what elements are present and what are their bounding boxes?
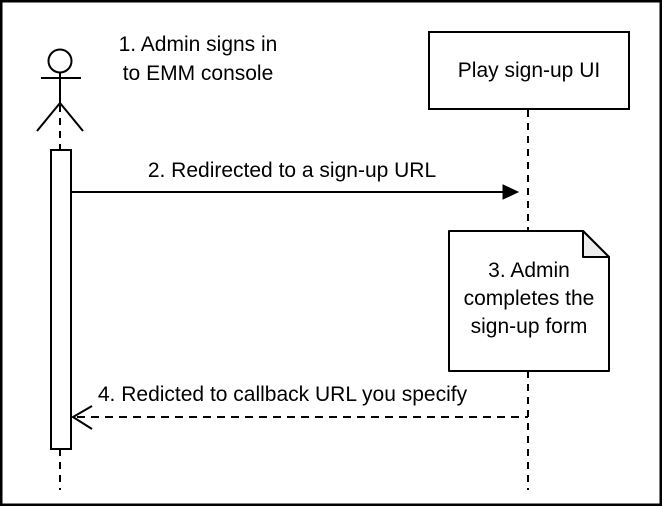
activation-bar [50,149,72,450]
note-label: 3. Admin completes the sign-up form [449,257,609,341]
note-fold-corner [582,230,610,258]
actor-icon [36,48,84,132]
actor-message-line1: 1. Admin signs in [118,33,278,56]
note-shape [448,230,610,372]
participant-box-play-signup-ui: Play sign-up UI [428,31,630,110]
note-line1: 3. Admin [488,259,570,282]
note-line3: sign-up form [470,315,588,338]
message-2-arrow [72,184,520,200]
actor-message-line2: to EMM console [122,62,274,85]
message-4-arrow [71,405,528,430]
actor-message-label: 1. Admin signs in to EMM console [88,30,308,88]
message-2-label: 2. Redirected to a sign-up URL [147,159,437,182]
participant-label: Play sign-up UI [457,58,601,82]
message-4-label: 4. Redicted to callback URL you specify [97,383,468,406]
note-line2: completes the [463,287,595,310]
